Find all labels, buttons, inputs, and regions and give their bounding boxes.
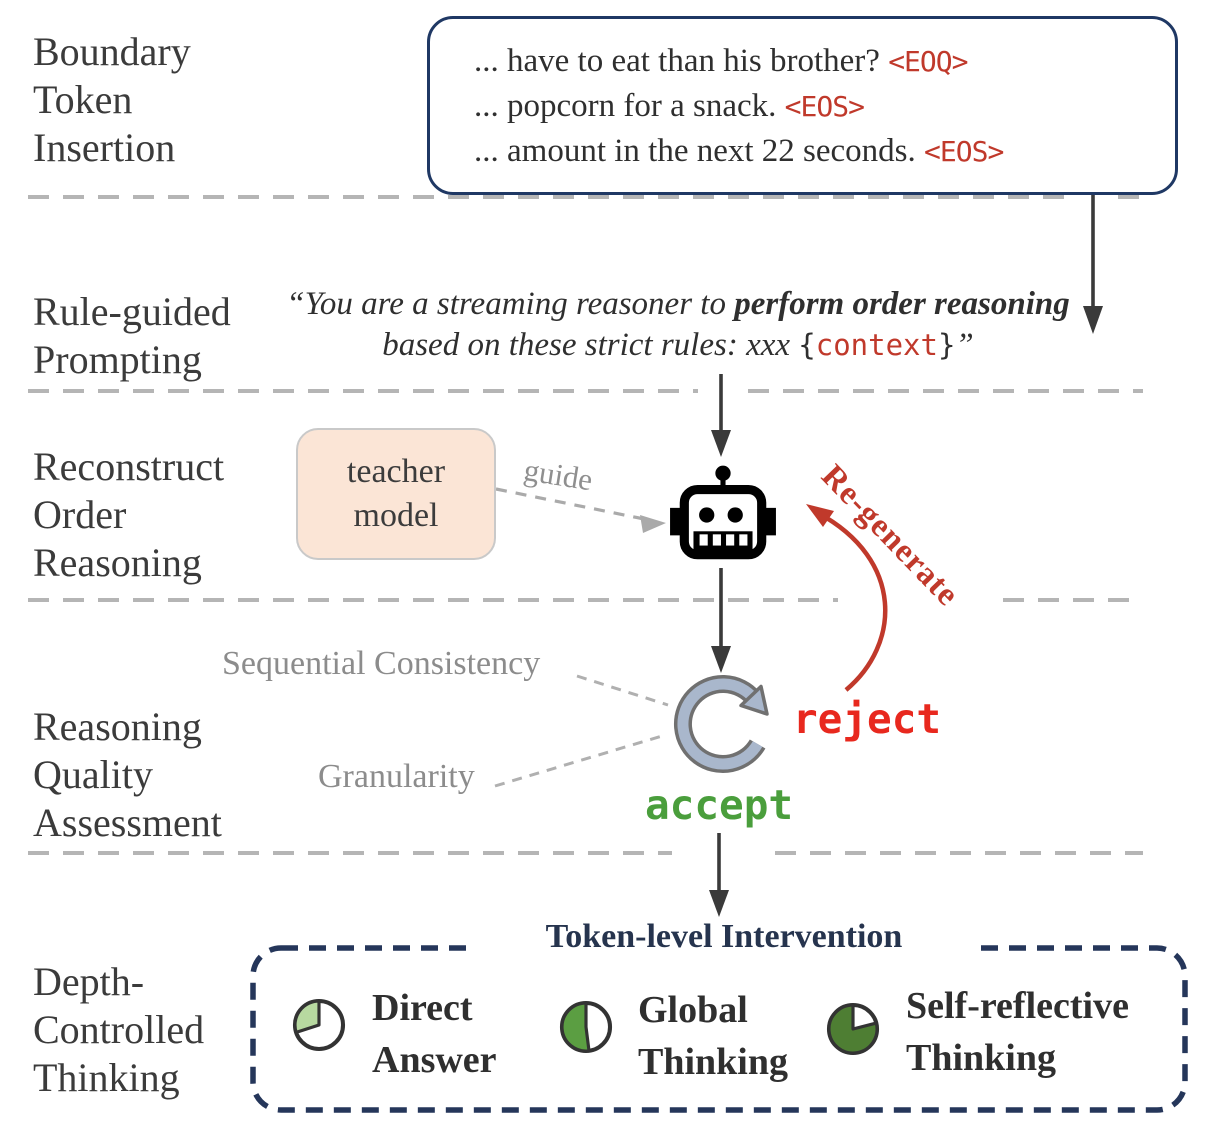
regenerate-arrow	[806, 504, 888, 692]
open-brace: {	[798, 328, 816, 362]
eos-token: <EOS>	[924, 135, 1004, 168]
pie-chart-icon-self-reflective-thinking	[826, 1002, 880, 1056]
flow-arrows	[709, 179, 1103, 917]
intervention-title: Token-level Intervention	[468, 918, 980, 956]
granularity-connector	[494, 734, 663, 788]
teacher-model-box: teacher model	[296, 428, 496, 560]
teacher-model-label: teacher model	[346, 453, 446, 534]
stage-rule-guided-prompting: Rule-guided Prompting	[33, 289, 231, 382]
arrow-accept-to-intervention-head	[709, 890, 729, 917]
boundary-example-line: ... have to eat than his brother? <EOQ>	[474, 43, 969, 79]
boundary-example-line: ... popcorn for a snack. <EOS>	[474, 88, 865, 124]
robot-icon	[670, 465, 776, 560]
guide-arrow	[495, 487, 666, 533]
context-placeholder: context	[815, 328, 938, 362]
arrow-prompt-to-model-head	[711, 430, 731, 457]
cycle-icon	[673, 675, 769, 773]
boundary-example-line: ... amount in the next 22 seconds. <EOS>	[474, 133, 1004, 169]
boundary-token-box: ... have to eat than his brother? <EOQ> …	[427, 16, 1178, 195]
arrow-box-to-prompt-head	[1083, 306, 1103, 334]
intervention-item-direct-answer: Direct Answer	[372, 987, 497, 1081]
criterion-sequential-consistency: Sequential Consistency	[222, 645, 541, 682]
stage-reconstruct-order-reasoning: Reconstruct Order Reasoning	[33, 444, 225, 585]
prompt-bold-phrase: perform order reasoning	[734, 286, 1070, 322]
close-brace: }	[937, 328, 956, 362]
stage-depth-controlled-thinking: Depth- Controlled Thinking	[33, 959, 205, 1100]
stage-boundary-token-insertion: Boundary Token Insertion	[33, 29, 191, 170]
criteria-connectors	[494, 674, 669, 788]
accept-label: accept	[645, 781, 794, 829]
criterion-granularity: Granularity	[318, 758, 475, 795]
eoq-token: <EOQ>	[888, 45, 968, 78]
section-separators	[28, 195, 1143, 855]
stage-reasoning-quality-assessment: Reasoning Quality Assessment	[33, 704, 222, 845]
intervention-item-global-thinking: Global Thinking	[638, 989, 788, 1083]
sequential-connector	[576, 674, 669, 707]
reject-label: reject	[793, 695, 942, 743]
pie-chart-icon-global-thinking	[559, 1000, 613, 1054]
prompt-text: “You are a streaming reasoner to perform…	[286, 286, 1070, 363]
eos-token: <EOS>	[784, 90, 865, 123]
intervention-item-self-reflective-thinking: Self-reflective Thinking	[906, 985, 1129, 1079]
arrow-model-to-assess-head	[711, 646, 731, 673]
pie-chart-icon-direct-answer	[292, 998, 346, 1052]
